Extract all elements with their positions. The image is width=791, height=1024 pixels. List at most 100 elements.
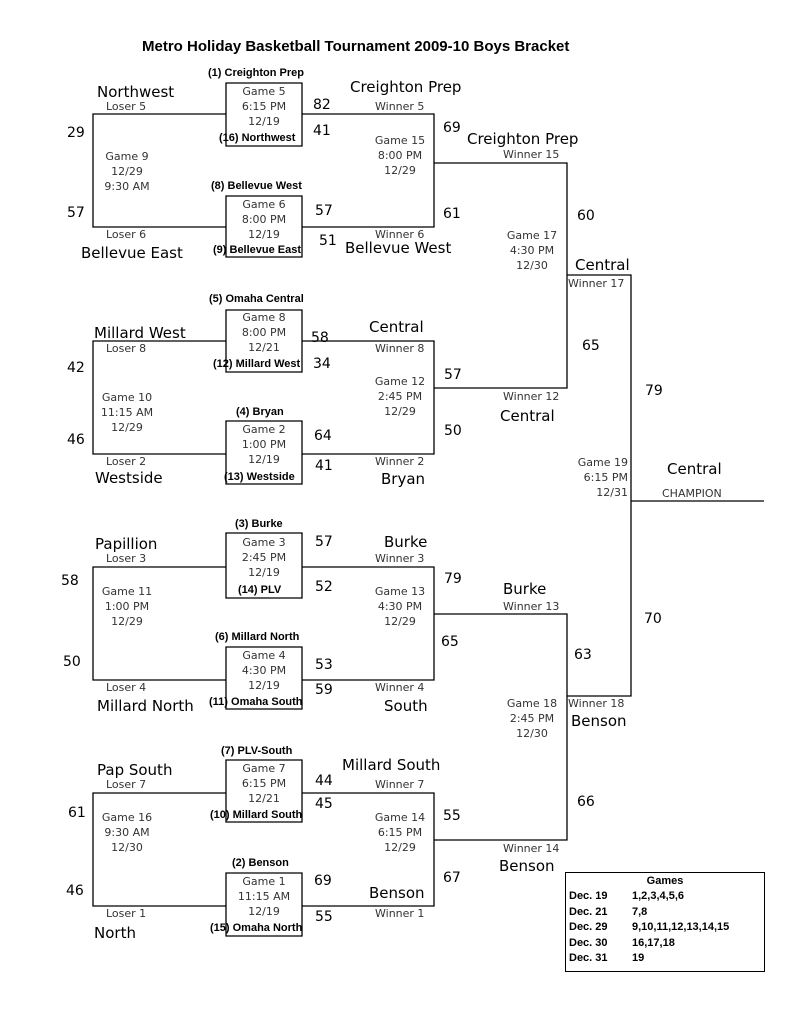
game15-time: 8:00 PM [377,149,423,162]
score-game14-bottom: 67 [443,870,461,886]
seed-6: (6) Millard North [215,631,300,643]
game7-bracket [225,759,303,823]
winner2-label: Winner 2 [375,455,425,468]
score-game14-top: 55 [443,808,461,824]
game5-number: Game 5 [242,85,286,98]
seed-5: (5) Omaha Central [209,293,304,305]
page-title: Metro Holiday Basketball Tournament 2009… [142,38,570,55]
seed-7: (7) PLV-South [221,745,293,757]
game6-bracket [225,195,303,258]
seed-11: (11) Omaha South [209,696,303,708]
game16-info: Game 16 9:30 AM 12/30 [95,810,159,855]
schedule-games: 19 [632,952,645,964]
game13-bracket [302,566,435,681]
seed-16: (16) Northwest [219,132,296,144]
score-game1-bottom: 55 [315,909,333,925]
game18-info: Game 18 2:45 PM 12/30 [500,696,564,741]
game9-bracket [92,113,226,228]
score-game9-top: 29 [67,125,85,141]
game2-bracket [225,420,303,485]
game1-info: Game 1 11:15 AM 12/19 [226,874,302,919]
score-game3-top: 57 [315,534,333,550]
score-game17-bottom: 65 [582,338,600,354]
team-westside: Westside [95,469,163,487]
score-game13-bottom: 65 [441,634,459,650]
winner8-label: Winner 8 [375,342,425,355]
seed-8: (8) Bellevue West [211,180,302,192]
game17-number: Game 17 [506,229,558,242]
schedule-games: 9,10,11,12,13,14,15 [632,921,730,933]
game3-bracket [225,532,303,599]
game12-number: Game 12 [374,375,426,388]
schedule-date: Dec. 30 [569,936,608,949]
score-game9-bottom: 57 [67,205,85,221]
game12-date: 12/29 [384,405,416,418]
winner7-label: Winner 7 [375,778,425,791]
game16-bracket [92,792,226,907]
schedule-date: Dec. 19 [569,890,608,902]
game12-bracket [302,340,435,455]
seed-13: (13) Westside [224,471,295,483]
game11-number: Game 11 [101,585,153,598]
score-game12-bottom: 50 [444,423,462,439]
team-north: North [94,924,136,942]
game14-time: 6:15 PM [377,826,423,839]
score-game11-top: 58 [61,573,79,589]
schedule-row: Dec. 31 19 [566,951,764,967]
game14-number: Game 14 [374,811,426,824]
game16-date: 12/30 [111,841,143,854]
team-r2-millard-south: Millard South [342,756,441,774]
score-game8-top: 58 [311,330,329,346]
game3-info: Game 3 2:45 PM 12/19 [226,535,302,580]
winner18-label: Winner 18 [568,697,625,710]
score-game4-bottom: 59 [315,682,333,698]
game1-number: Game 1 [242,875,286,888]
seed-4: (4) Bryan [236,406,284,418]
team-r2-bryan: Bryan [381,470,426,488]
game3-number: Game 3 [242,536,286,549]
team-champion: Central [667,460,722,478]
seed-10: (10) Millard South [210,809,303,821]
schedule-row: Dec. 21 7,8 [566,905,764,921]
game11-time: 1:00 PM [104,600,150,613]
game15-date: 12/29 [384,164,416,177]
score-game3-bottom: 52 [315,579,333,595]
game9-date: 12/29 [111,165,143,178]
game14-info: Game 14 6:15 PM 12/29 [368,810,432,855]
game19-info: Game 19 6:15 PM 12/31 [562,455,628,500]
game6-date: 12/19 [248,228,280,241]
game18-date: 12/30 [516,727,548,740]
team-millard-north: Millard North [97,697,194,715]
game10-bracket [92,340,226,455]
score-game7-bottom: 45 [315,796,333,812]
team-r3-burke: Burke [503,580,547,598]
score-game18-top: 63 [574,647,592,663]
score-game15-top: 69 [443,120,461,136]
game7-info: Game 7 6:15 PM 12/21 [226,761,302,806]
game7-date: 12/21 [248,792,280,805]
game2-time: 1:00 PM [241,438,287,451]
team-r3-central: Central [500,407,555,425]
game15-number: Game 15 [374,134,426,147]
team-r2-bellevue-west: Bellevue West [345,239,452,257]
score-game12-top: 57 [444,367,462,383]
team-r3-creighton-prep: Creighton Prep [467,130,579,148]
game8-date: 12/21 [248,341,280,354]
team-millard-west: Millard West [94,324,186,342]
game7-number: Game 7 [242,762,286,775]
score-game8-bottom: 34 [313,356,331,372]
game17-bracket [434,162,568,389]
game15-bracket [302,113,435,228]
score-game7-top: 44 [315,773,333,789]
game8-info: Game 8 8:00 PM 12/21 [226,310,302,355]
score-game2-bottom: 41 [315,458,333,474]
loser3-label: Loser 3 [106,552,147,565]
team-r2-creighton-prep: Creighton Prep [350,78,462,96]
team-r2-south: South [384,697,428,715]
game11-bracket [92,566,226,681]
game11-date: 12/29 [111,615,143,628]
loser4-label: Loser 4 [106,681,147,694]
game2-number: Game 2 [242,423,286,436]
game13-date: 12/29 [384,615,416,628]
